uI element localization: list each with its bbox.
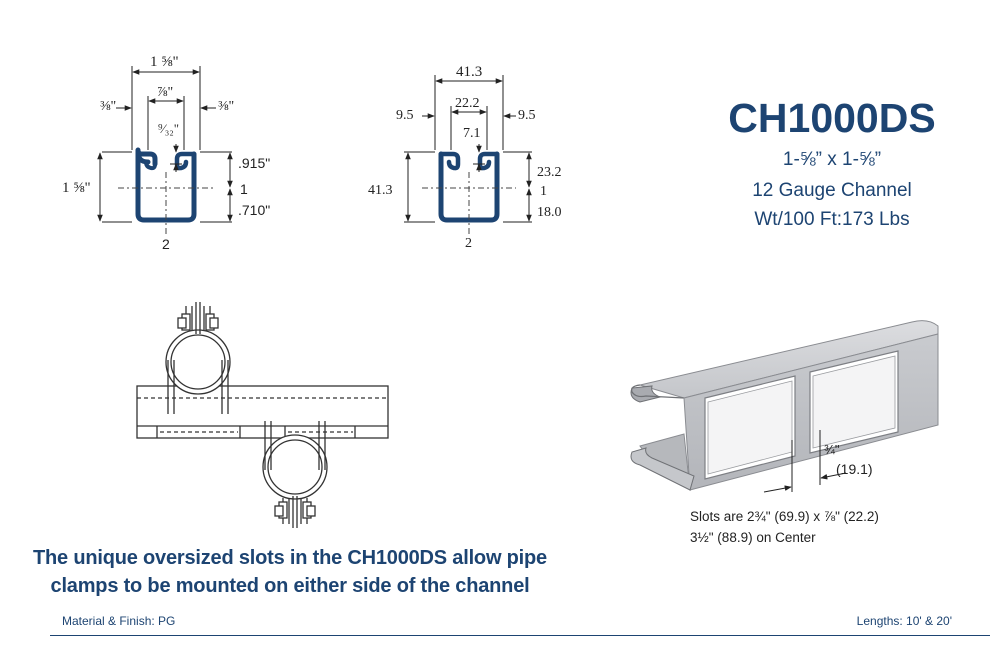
imperial-bottom-to-axis-label: .710": [238, 202, 271, 218]
footer-divider: [50, 635, 990, 636]
imperial-axis-x-label: 1: [240, 181, 248, 197]
pipe-clamp-assembly-drawing: [136, 302, 389, 528]
imperial-flange-right-label: ⅜": [218, 99, 235, 114]
imperial-slot-opening-label: ⅞": [157, 85, 174, 100]
slot-size-note: Slots are 2¾" (69.9) x ⅞" (22.2): [690, 509, 879, 524]
imperial-overall-height-label: 1 ⅝": [62, 180, 91, 196]
metric-channel-profile: [404, 75, 532, 236]
footer-lengths: Lengths: 10' & 20': [856, 614, 952, 628]
feature-caption: The unique oversized slots in the CH1000…: [33, 547, 547, 597]
imperial-top-to-axis-label: .915": [238, 155, 271, 171]
imperial-flange-left-label: ⅜": [100, 99, 117, 114]
slotted-channel-3d-view: [630, 320, 939, 493]
metric-top-to-axis-label: 23.2: [537, 165, 562, 180]
slot-edge-distance-in: ¾": [824, 442, 840, 457]
metric-axis-y-label: 2: [465, 236, 472, 251]
slot-edge-distance-mm: (19.1): [836, 461, 873, 477]
imperial-lip-depth-label: ⁹⁄₃₂": [158, 121, 180, 136]
channel-weight: Wt/100 Ft:173 Lbs: [754, 209, 910, 230]
footer-material-finish: Material & Finish: PG: [62, 614, 176, 628]
slot-center-note: 3½" (88.9) on Center: [690, 530, 816, 545]
metric-overall-width-label: 41.3: [456, 64, 483, 80]
metric-overall-height-label: 41.3: [368, 183, 393, 198]
channel-size: 1-⅝” x 1-⅝”: [782, 149, 882, 170]
imperial-channel-profile: [97, 66, 233, 236]
imperial-axis-y-label: 2: [162, 236, 170, 252]
metric-lip-depth-label: 7.1: [463, 126, 481, 141]
metric-slot-opening-label: 22.2: [455, 96, 480, 111]
metric-flange-left-label: 9.5: [396, 108, 414, 123]
channel-gauge: 12 Gauge Channel: [752, 180, 912, 201]
metric-bottom-to-axis-label: 18.0: [537, 205, 562, 220]
metric-flange-right-label: 9.5: [518, 108, 536, 123]
metric-axis-x-label: 1: [540, 184, 547, 199]
imperial-overall-width-label: 1 ⅝": [150, 54, 179, 70]
model-title: CH1000DS: [728, 95, 936, 141]
